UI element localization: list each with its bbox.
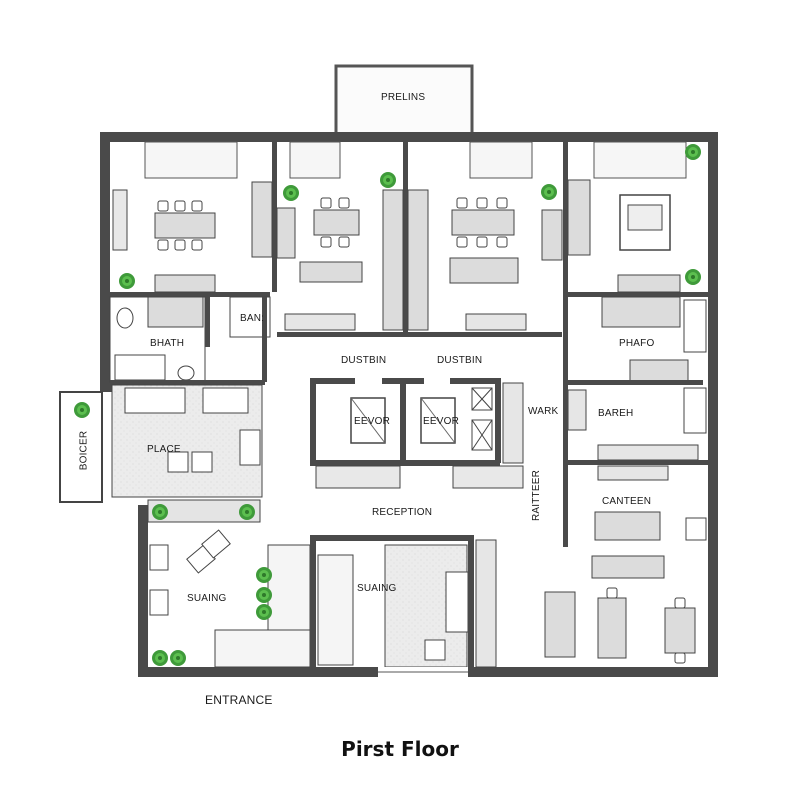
label-elevator-right: EEVOR (423, 416, 460, 427)
label-bareh: BAREH (598, 408, 634, 419)
label-place: PLACE (147, 444, 181, 455)
office-3-furniture (407, 184, 563, 331)
label-raitteer: RAITTEER (531, 469, 543, 522)
page-title: Pirst Floor (341, 737, 459, 761)
office-2-furniture (276, 172, 404, 331)
office-4-furniture (567, 144, 701, 293)
office-1-furniture (112, 181, 273, 293)
room-bath (109, 296, 271, 385)
bottom-rooms (148, 529, 497, 670)
core-block (310, 378, 524, 489)
room-place (59, 384, 263, 523)
label-suaing-right: SUAING (357, 583, 397, 594)
label-dustbin-right: DUSTBIN (437, 355, 483, 366)
label-dustbin-left: DUSTBIN (341, 355, 387, 366)
label-bath: BHATH (150, 338, 185, 349)
label-wark: WARK (528, 406, 559, 417)
label-suaing-left: SUAING (187, 593, 227, 604)
label-phafo: PHAFO (619, 338, 655, 349)
room-canteen (544, 465, 707, 664)
label-canteen: CANTEEN (602, 496, 652, 507)
label-reception: RECEPTION (372, 507, 433, 518)
room-prelins (334, 64, 474, 138)
label-boiler: BOICER (78, 430, 90, 471)
label-prelins: PRELINS (381, 92, 426, 103)
label-entrance: ENTRANCE (205, 693, 273, 707)
label-elevator-left: EEVOR (354, 416, 391, 427)
room-phafo-bareh (563, 296, 708, 547)
label-bans: BAN: (240, 313, 265, 324)
